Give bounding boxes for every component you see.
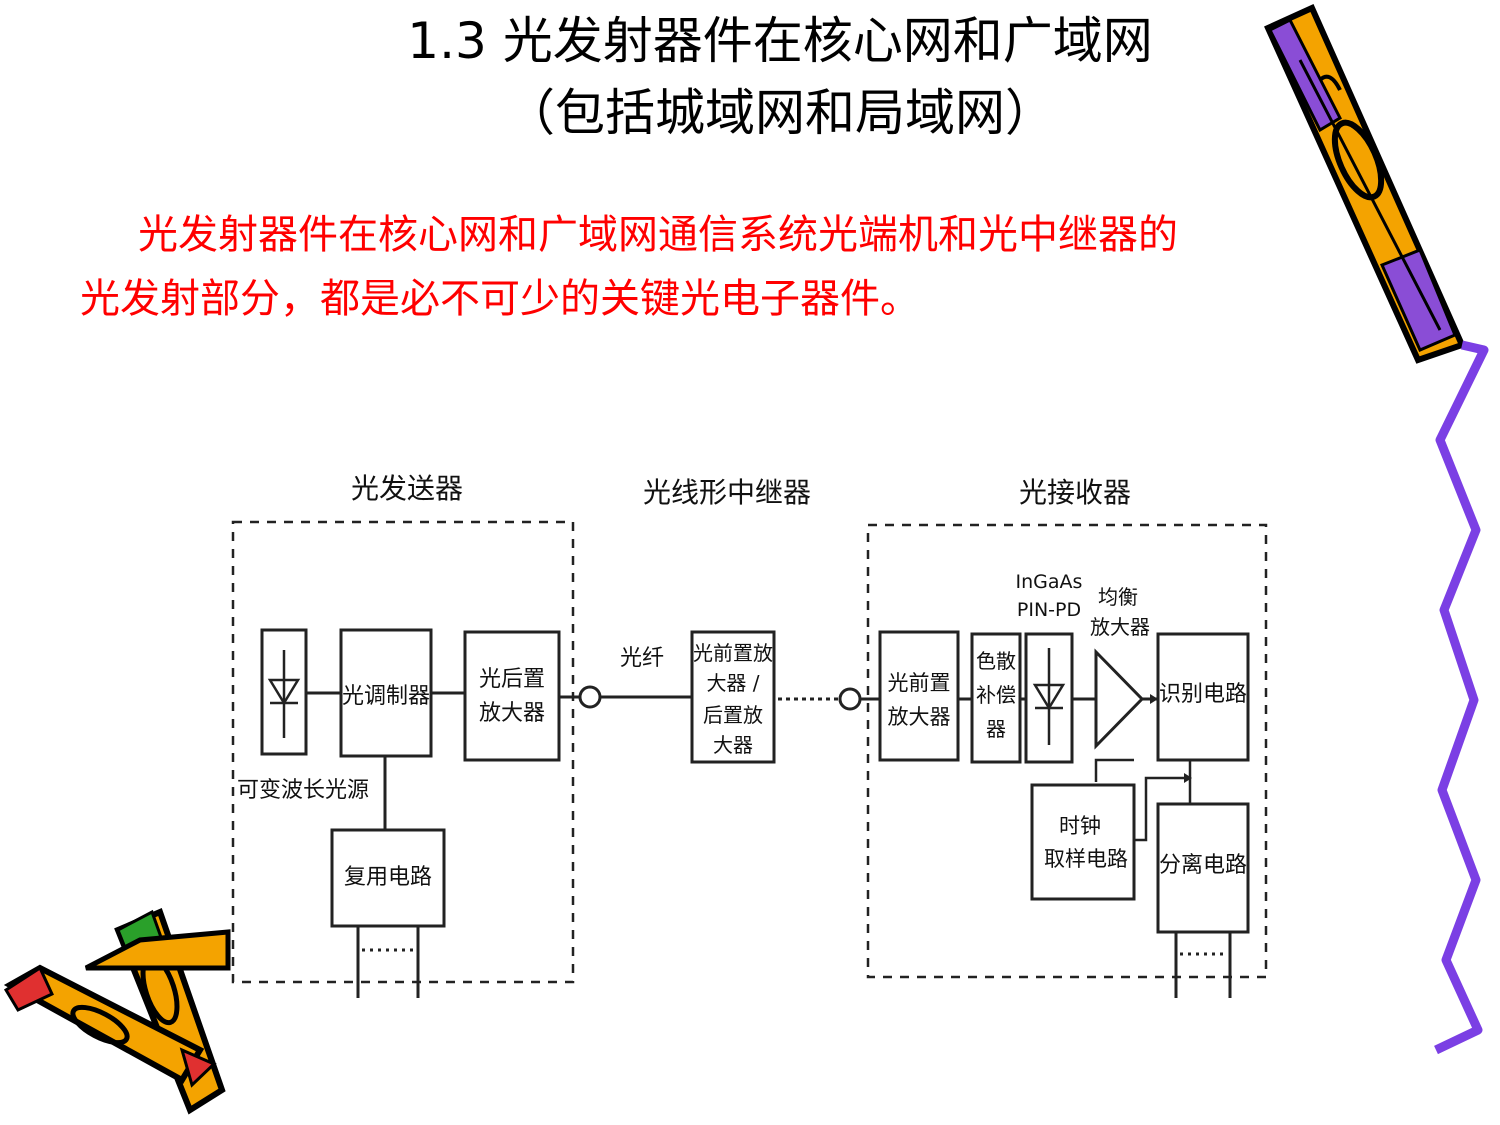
multiplex-block xyxy=(330,828,446,928)
purple-squiggle-decoration xyxy=(1434,340,1489,1055)
pencil-icon-bottom-left xyxy=(3,907,231,1115)
label-disp-line3: 器 xyxy=(986,717,1006,741)
label-clock-line2: 取样电路 xyxy=(1044,847,1128,871)
connector-icon xyxy=(838,687,862,711)
clock-recovery-block xyxy=(1030,783,1136,901)
pencil-icon-top-right xyxy=(1264,4,1467,364)
label-pre-amp-line1: 光前置 xyxy=(888,671,951,695)
label-repeater-line3: 后置放 xyxy=(703,703,763,727)
label-demux: 分离电路 xyxy=(1159,853,1247,878)
label-repeater-line4: 大器 xyxy=(713,733,753,757)
paragraph-line2: 光发射部分，都是必不可少的关键光电子器件。 xyxy=(80,276,920,322)
label-post-amp-line1: 光后置 xyxy=(479,667,545,692)
label-repeater: 光线形中继器 xyxy=(643,476,811,509)
label-ingaas-line1: InGaAs xyxy=(1016,571,1083,593)
connector-icon xyxy=(578,685,602,709)
label-modulator: 光调制器 xyxy=(342,684,430,709)
label-eq-line1: 均衡 xyxy=(1098,585,1138,609)
label-multiplex: 复用电路 xyxy=(344,865,432,890)
diode-icon xyxy=(267,650,301,738)
photodiode-icon xyxy=(1032,648,1066,745)
slide-title-line1: 1.3 光发射器件在核心网和广域网 xyxy=(407,12,1153,70)
label-post-amp-line2: 放大器 xyxy=(479,701,545,726)
label-receiver: 光接收器 xyxy=(1019,476,1131,509)
transmitter-boundary xyxy=(231,520,575,984)
label-ingaas-line2: PIN-PD xyxy=(1017,599,1081,621)
label-tunable-source: 可变波长光源 xyxy=(237,778,369,803)
label-decision: 识别电路 xyxy=(1159,682,1247,707)
decision-circuit-block xyxy=(1156,632,1250,762)
amplifier-triangle-icon xyxy=(1094,648,1145,750)
repeater-block xyxy=(690,630,776,764)
slide-title-line2: （包括城域网和局域网） xyxy=(505,84,1055,142)
label-pre-amp-line2: 放大器 xyxy=(888,705,951,729)
pre-amplifier-block xyxy=(878,630,960,762)
paragraph-line1: 光发射器件在核心网和广域网通信系统光端机和光中继器的 xyxy=(80,204,1460,266)
paragraph-line1-text: 光发射器件在核心网和广域网通信系统光端机和光中继器的 xyxy=(138,212,1178,258)
label-disp-line2: 补偿 xyxy=(976,683,1016,707)
label-repeater-line2: 大器 / xyxy=(706,671,759,695)
label-eq-line2: 放大器 xyxy=(1090,615,1150,639)
post-amplifier-block xyxy=(463,630,561,762)
label-fiber: 光纤 xyxy=(620,646,664,671)
label-clock-line1: 时钟 xyxy=(1059,814,1101,838)
demux-block xyxy=(1156,802,1250,934)
label-repeater-line1: 光前置放 xyxy=(693,641,773,665)
label-transmitter: 光发送器 xyxy=(351,472,463,505)
label-disp-line1: 色散 xyxy=(976,649,1016,673)
